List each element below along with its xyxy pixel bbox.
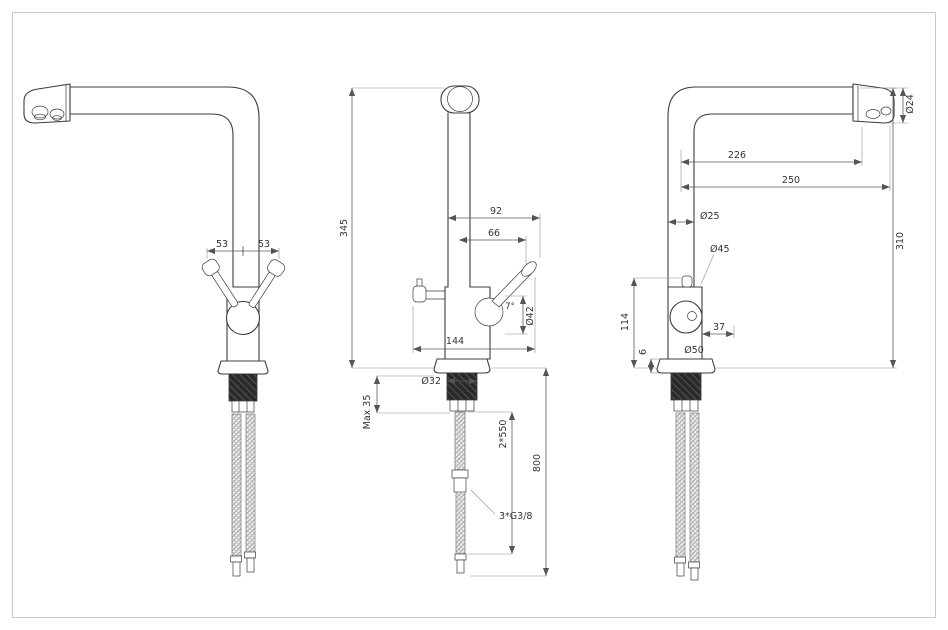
dim-label-d42: Ø42 [525,306,536,326]
page-border [12,12,936,618]
front-view: 53 53 [23,83,286,577]
dim-thread: 3*G3/8 [470,489,532,522]
hoses-back [674,412,700,581]
base-flange-back [656,358,716,374]
spout-head [23,83,71,124]
dim-label-66: 66 [488,228,500,239]
dim-66: 66 [459,228,527,264]
hose-connector-body [453,477,467,493]
dim-6: 6 [638,349,659,374]
dim-label-max35: Max 35 [362,395,373,430]
base-flange-front [217,360,269,375]
dim-d45: Ø45 [700,244,730,285]
dim-label-800: 800 [532,454,543,472]
dim-label-d32: Ø32 [421,376,441,387]
hoses-front [230,413,256,577]
faucet-body-side [412,261,537,360]
spout-head-back [852,83,895,124]
dim-310: 310 [716,87,906,369]
joint-ball [225,300,261,336]
dim-label-thread: 3*G3/8 [499,511,532,522]
dim-2x550: 2*550 [468,411,516,555]
base-flange-side [433,358,491,374]
dim-d25: Ø25 [668,211,720,226]
fixing-nut-side [449,399,475,412]
dim-label-144: 144 [446,336,464,347]
joint-ball-back [669,300,703,334]
hose-fitting [230,551,256,577]
dim-label-d50: Ø50 [684,345,704,356]
dim-label-92: 92 [490,206,502,217]
dim-label-226: 226 [728,150,746,161]
dim-label-345: 345 [339,219,350,237]
back-view: Ø24 226 250 Ø25 Ø45 310 [620,83,916,581]
dim-label-114: 114 [620,313,631,331]
diverter-knob [412,278,445,303]
dim-label-6: 6 [638,349,649,355]
side-view: 345 92 66 7° Ø42 144 Ø32 [339,85,550,577]
hose-side [451,411,469,574]
handle-end-on [681,275,693,288]
dim-label-37: 37 [713,322,725,333]
fixing-nut-front [231,400,255,413]
handle-left-position [201,258,239,308]
dim-144: 144 [412,277,536,353]
spout-top-side [440,85,480,114]
dim-label-d45: Ø45 [710,244,730,255]
fixing-nut-back [673,399,699,412]
dim-d42: Ø42 [505,295,536,335]
dim-800: 800 [470,367,550,577]
dim-114: 114 [620,277,681,369]
mounting-block-side [446,372,478,401]
spout-tube [69,86,260,288]
dim-92: 92 [448,206,541,258]
dim-37: 37 [702,322,735,338]
dim-label-d25: Ø25 [700,211,720,222]
dim-max35: Max 35 [362,375,450,430]
dim-226: 226 [680,127,863,192]
lever-handle-side [491,261,537,308]
handle-dome [474,297,504,327]
hose-connector-nut [451,469,469,479]
dim-label-7deg: 7° [505,302,515,312]
dim-d32: Ø32 [421,376,477,387]
handle-right-position [248,259,286,308]
faucet-body-back [667,275,703,360]
dim-label-310: 310 [895,232,906,250]
dim-345: 345 [339,87,444,369]
dim-label-d24: Ø24 [905,94,916,114]
dim-label-250: 250 [782,175,800,186]
dim-label-2x550: 2*550 [498,420,509,449]
dim-handle-swing: 53 53 [206,239,280,259]
mounting-block-front [228,373,258,402]
dim-label-53-right: 53 [258,239,270,250]
dim-250: 250 [681,126,891,191]
dim-label-53-left: 53 [216,239,228,250]
mounting-block-back [670,372,702,401]
